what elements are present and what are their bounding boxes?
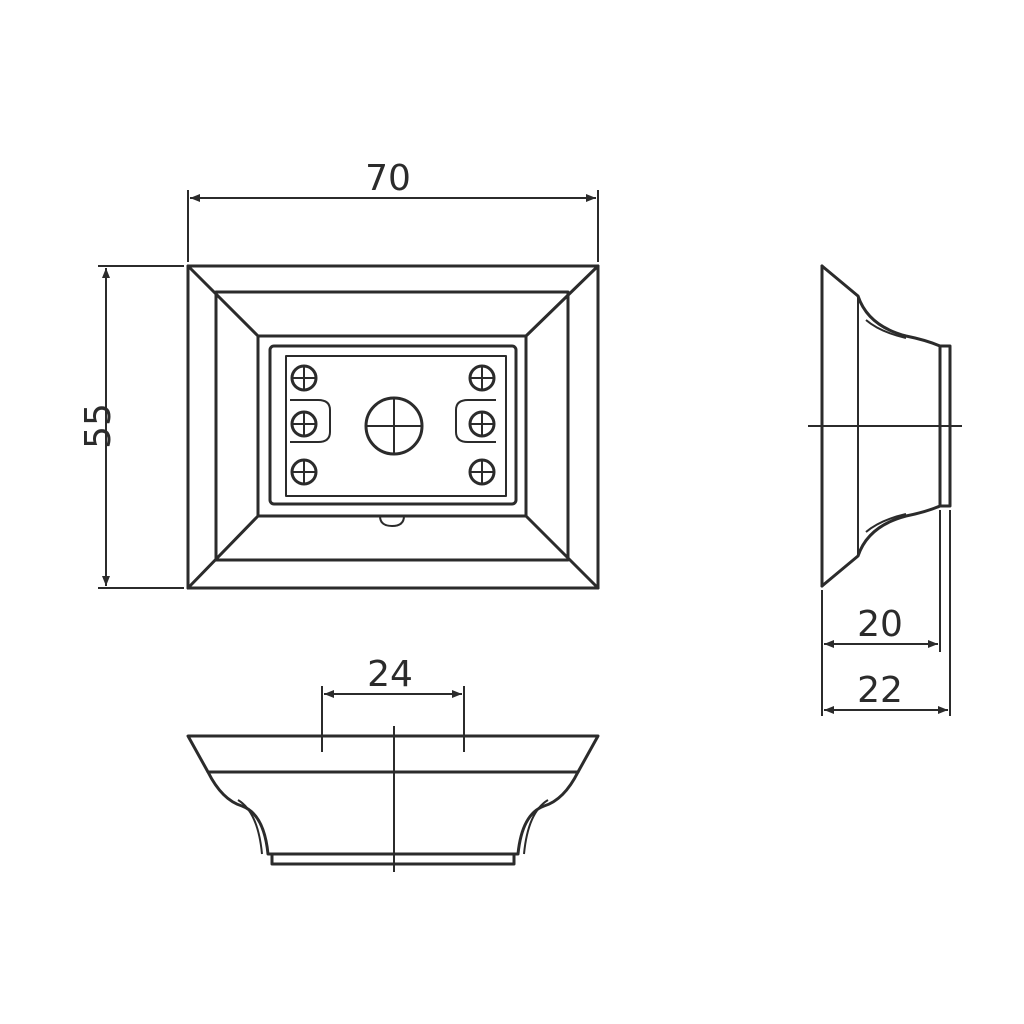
terminal-shoulder xyxy=(455,399,496,443)
inner-plate xyxy=(256,334,528,518)
bottom-notch xyxy=(379,515,405,527)
bevel-corner xyxy=(524,264,600,338)
side-view-curve xyxy=(865,319,907,339)
screw-icon xyxy=(468,410,496,438)
terminal-block xyxy=(268,344,518,506)
dim-width-label: 70 xyxy=(365,158,411,199)
dim-height-label: 55 xyxy=(78,403,119,449)
terminal-shoulder xyxy=(290,399,331,443)
screw-icon xyxy=(290,410,318,438)
bevel-rect-outer xyxy=(214,290,570,562)
bevel-corner xyxy=(186,264,260,338)
screw-icon xyxy=(468,458,496,486)
screw-icon xyxy=(290,364,318,392)
side-view-curve xyxy=(865,513,907,533)
dim-depth-total-label: 22 xyxy=(857,670,903,711)
bottom-view-inner-curve xyxy=(523,799,549,855)
dim-pitch-label: 24 xyxy=(367,654,413,695)
screw-icon xyxy=(290,458,318,486)
bottom-view-inner-curve xyxy=(237,799,263,855)
center-hole-icon xyxy=(364,396,424,456)
terminal-block-inner xyxy=(285,355,507,497)
front-view: 70 55 xyxy=(78,158,600,590)
side-view: 20 22 xyxy=(808,264,962,716)
dim-depth-body-label: 20 xyxy=(857,604,903,645)
outer-frame xyxy=(186,264,600,590)
bevel-corner xyxy=(524,514,600,590)
bevel-corner xyxy=(186,514,260,590)
bottom-view: 24 xyxy=(186,654,600,872)
screw-icon xyxy=(468,364,496,392)
